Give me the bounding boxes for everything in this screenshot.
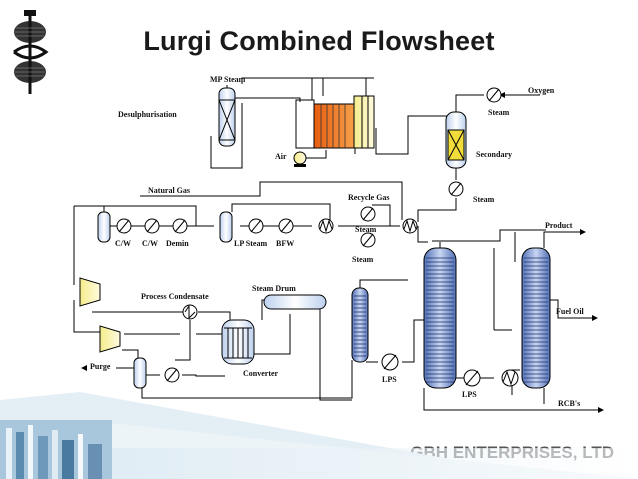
lp-steam-exchanger xyxy=(248,218,264,234)
cw-exchanger-2 xyxy=(144,218,160,234)
label-recycle-gas: Recycle Gas xyxy=(348,193,390,202)
compressors xyxy=(79,277,121,353)
product-reboiler xyxy=(501,369,519,387)
label-steam-top: Steam xyxy=(488,108,510,117)
label-steam-right: Steam xyxy=(473,195,495,204)
lps-exchanger-1 xyxy=(381,353,399,371)
label-fuel-oil: Fuel Oil xyxy=(556,307,585,316)
compressor-2 xyxy=(99,325,121,353)
label-product: Product xyxy=(545,221,573,230)
diagram-labels: MP Steam Desulphurisation Oxygen Steam A… xyxy=(90,75,585,408)
steam-exchanger-low xyxy=(360,232,376,248)
air-blower xyxy=(293,151,307,167)
separator-2 xyxy=(219,211,233,243)
oxygen-preheater xyxy=(486,87,502,103)
secondary-reformer xyxy=(445,111,467,169)
process-condensate-exchanger xyxy=(182,304,198,320)
recycle-gas-exchanger xyxy=(360,206,376,222)
label-process-condensate: Process Condensate xyxy=(141,292,209,301)
label-demin: Demin xyxy=(166,239,189,248)
label-lps-2: LPS xyxy=(462,390,477,399)
label-converter: Converter xyxy=(243,369,279,378)
bfw-exchanger xyxy=(278,218,294,234)
label-steam-mid: Steam xyxy=(355,225,377,234)
secondary-steam-exchanger xyxy=(448,181,464,197)
separator-1 xyxy=(97,211,111,243)
condensate-exchanger xyxy=(164,367,180,383)
steam-drum xyxy=(263,294,327,310)
label-air: Air xyxy=(275,152,287,161)
heat-exchangers xyxy=(116,87,519,387)
demin-exchanger xyxy=(172,218,188,234)
page-title: Lurgi Combined Flowsheet xyxy=(143,26,495,56)
cw-exchanger-1 xyxy=(116,218,132,234)
distillation-columns xyxy=(351,247,551,389)
separators xyxy=(97,211,233,389)
desulphurisation-vessel xyxy=(218,87,236,147)
converter xyxy=(221,319,255,365)
separator-3 xyxy=(133,357,147,389)
primary-reformer xyxy=(295,95,375,149)
lps-exchanger-2 xyxy=(463,369,481,387)
label-steam-drum: Steam Drum xyxy=(252,284,296,293)
feed-effluent-exchanger-1 xyxy=(318,218,334,234)
feed-effluent-exchanger-2 xyxy=(402,218,418,234)
compressor-1 xyxy=(79,277,101,307)
label-natural-gas: Natural Gas xyxy=(148,186,190,195)
label-mp-steam: MP Steam xyxy=(210,75,246,84)
label-purge: Purge xyxy=(90,362,111,371)
label-secondary: Secondary xyxy=(476,150,512,159)
topping-column xyxy=(351,287,369,363)
refinery-image xyxy=(0,420,112,479)
company-logo xyxy=(13,10,49,94)
label-steam-low: Steam xyxy=(352,255,374,264)
label-lps-1: LPS xyxy=(382,375,397,384)
label-oxygen: Oxygen xyxy=(528,86,555,95)
label-desulphurisation: Desulphurisation xyxy=(118,110,177,119)
label-lp-steam: LP Steam xyxy=(234,239,267,248)
label-bfw: BFW xyxy=(276,239,294,248)
label-cw-2: C/W xyxy=(142,239,158,248)
label-cw-1: C/W xyxy=(115,239,131,248)
label-rcbs: RCB's xyxy=(558,399,580,408)
